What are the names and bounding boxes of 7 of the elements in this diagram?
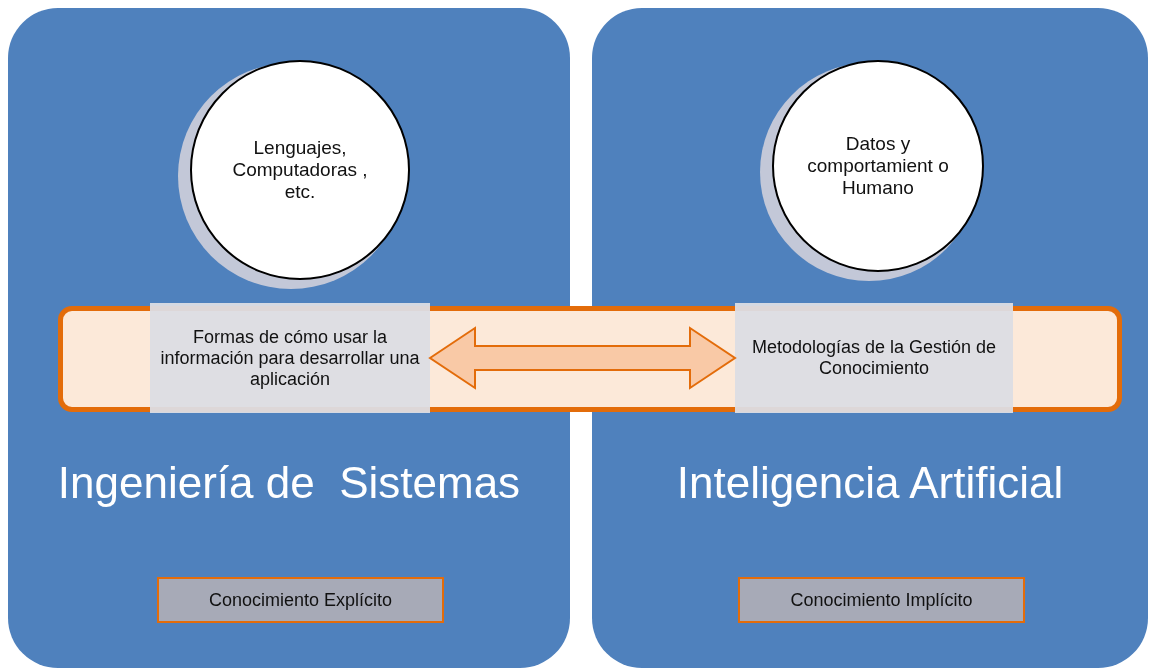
text-box: Metodologías de la Gestión de Conocimiento [735,303,1013,413]
text-box: Formas de cómo usar la información para desarrollar una aplicación [150,303,430,413]
panel-title: Ingeniería de Sistemas [56,458,522,508]
panel-title: Inteligencia Artificial [675,458,1065,508]
label-box: Conocimiento Implícito [738,577,1025,623]
double-arrow [428,326,737,390]
label-box: Conocimiento Explícito [157,577,444,623]
